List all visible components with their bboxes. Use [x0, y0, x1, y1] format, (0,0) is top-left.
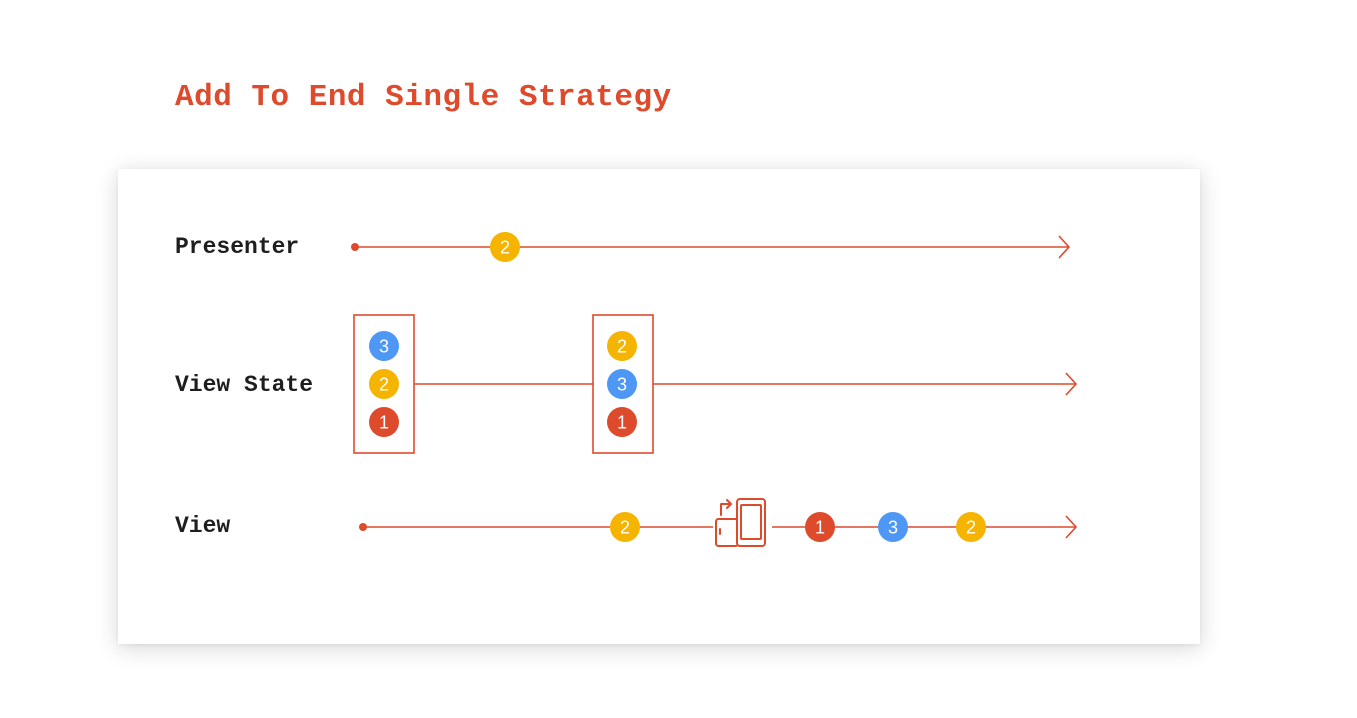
marble-label: 2: [617, 337, 627, 357]
marble-circle: [607, 407, 637, 437]
presenter-timeline: 2: [351, 232, 1071, 262]
marble-circle: [805, 512, 835, 542]
marble-1: 1: [607, 407, 637, 437]
row-label-view-state: View State: [175, 372, 314, 398]
marble-label: 2: [379, 375, 389, 395]
marble-2: 2: [956, 512, 986, 542]
marble-2: 2: [607, 331, 637, 361]
arrow-head-icon: [1058, 235, 1071, 259]
view-timeline: 2 1 3 2: [359, 498, 1078, 547]
marble-circle: [369, 331, 399, 361]
marble-label: 3: [888, 518, 898, 538]
marble-circle: [607, 369, 637, 399]
marble-label: 3: [617, 375, 627, 395]
marble-circle: [607, 331, 637, 361]
row-label-presenter: Presenter: [175, 234, 300, 260]
marble-label: 1: [815, 518, 825, 538]
device-rotation-icon: [715, 498, 766, 547]
diagram-card: Presenter View State View 2 3 2 1 2 3 1: [118, 169, 1200, 644]
marble-1: 1: [805, 512, 835, 542]
marble-circle: [878, 512, 908, 542]
timeline-canvas: 2 3 2 1 2 3 1 2 1 3 2: [351, 232, 1078, 547]
arrow-head-icon: [1065, 372, 1078, 396]
marble-3: 3: [607, 369, 637, 399]
marble-circle: [956, 512, 986, 542]
arrow-head-icon: [1065, 515, 1078, 539]
marble-2: 2: [610, 512, 640, 542]
marble-label: 2: [500, 238, 510, 258]
marble-circle: [490, 232, 520, 262]
row-label-view: View: [175, 513, 231, 539]
marble-label: 2: [966, 518, 976, 538]
view-state-timeline: 3 2 1 2 3 1: [353, 314, 1078, 454]
marble-label: 2: [620, 518, 630, 538]
marble-label: 3: [379, 337, 389, 357]
marble-circle: [369, 369, 399, 399]
marble-circle: [610, 512, 640, 542]
marble-label: 1: [379, 413, 389, 433]
marble-3: 3: [369, 331, 399, 361]
marble-2: 2: [369, 369, 399, 399]
marble-3: 3: [878, 512, 908, 542]
diagram-title: Add To End Single Strategy: [175, 80, 672, 115]
marble-1: 1: [369, 407, 399, 437]
marble-circle: [369, 407, 399, 437]
marble-label: 1: [617, 413, 627, 433]
marble-2: 2: [490, 232, 520, 262]
